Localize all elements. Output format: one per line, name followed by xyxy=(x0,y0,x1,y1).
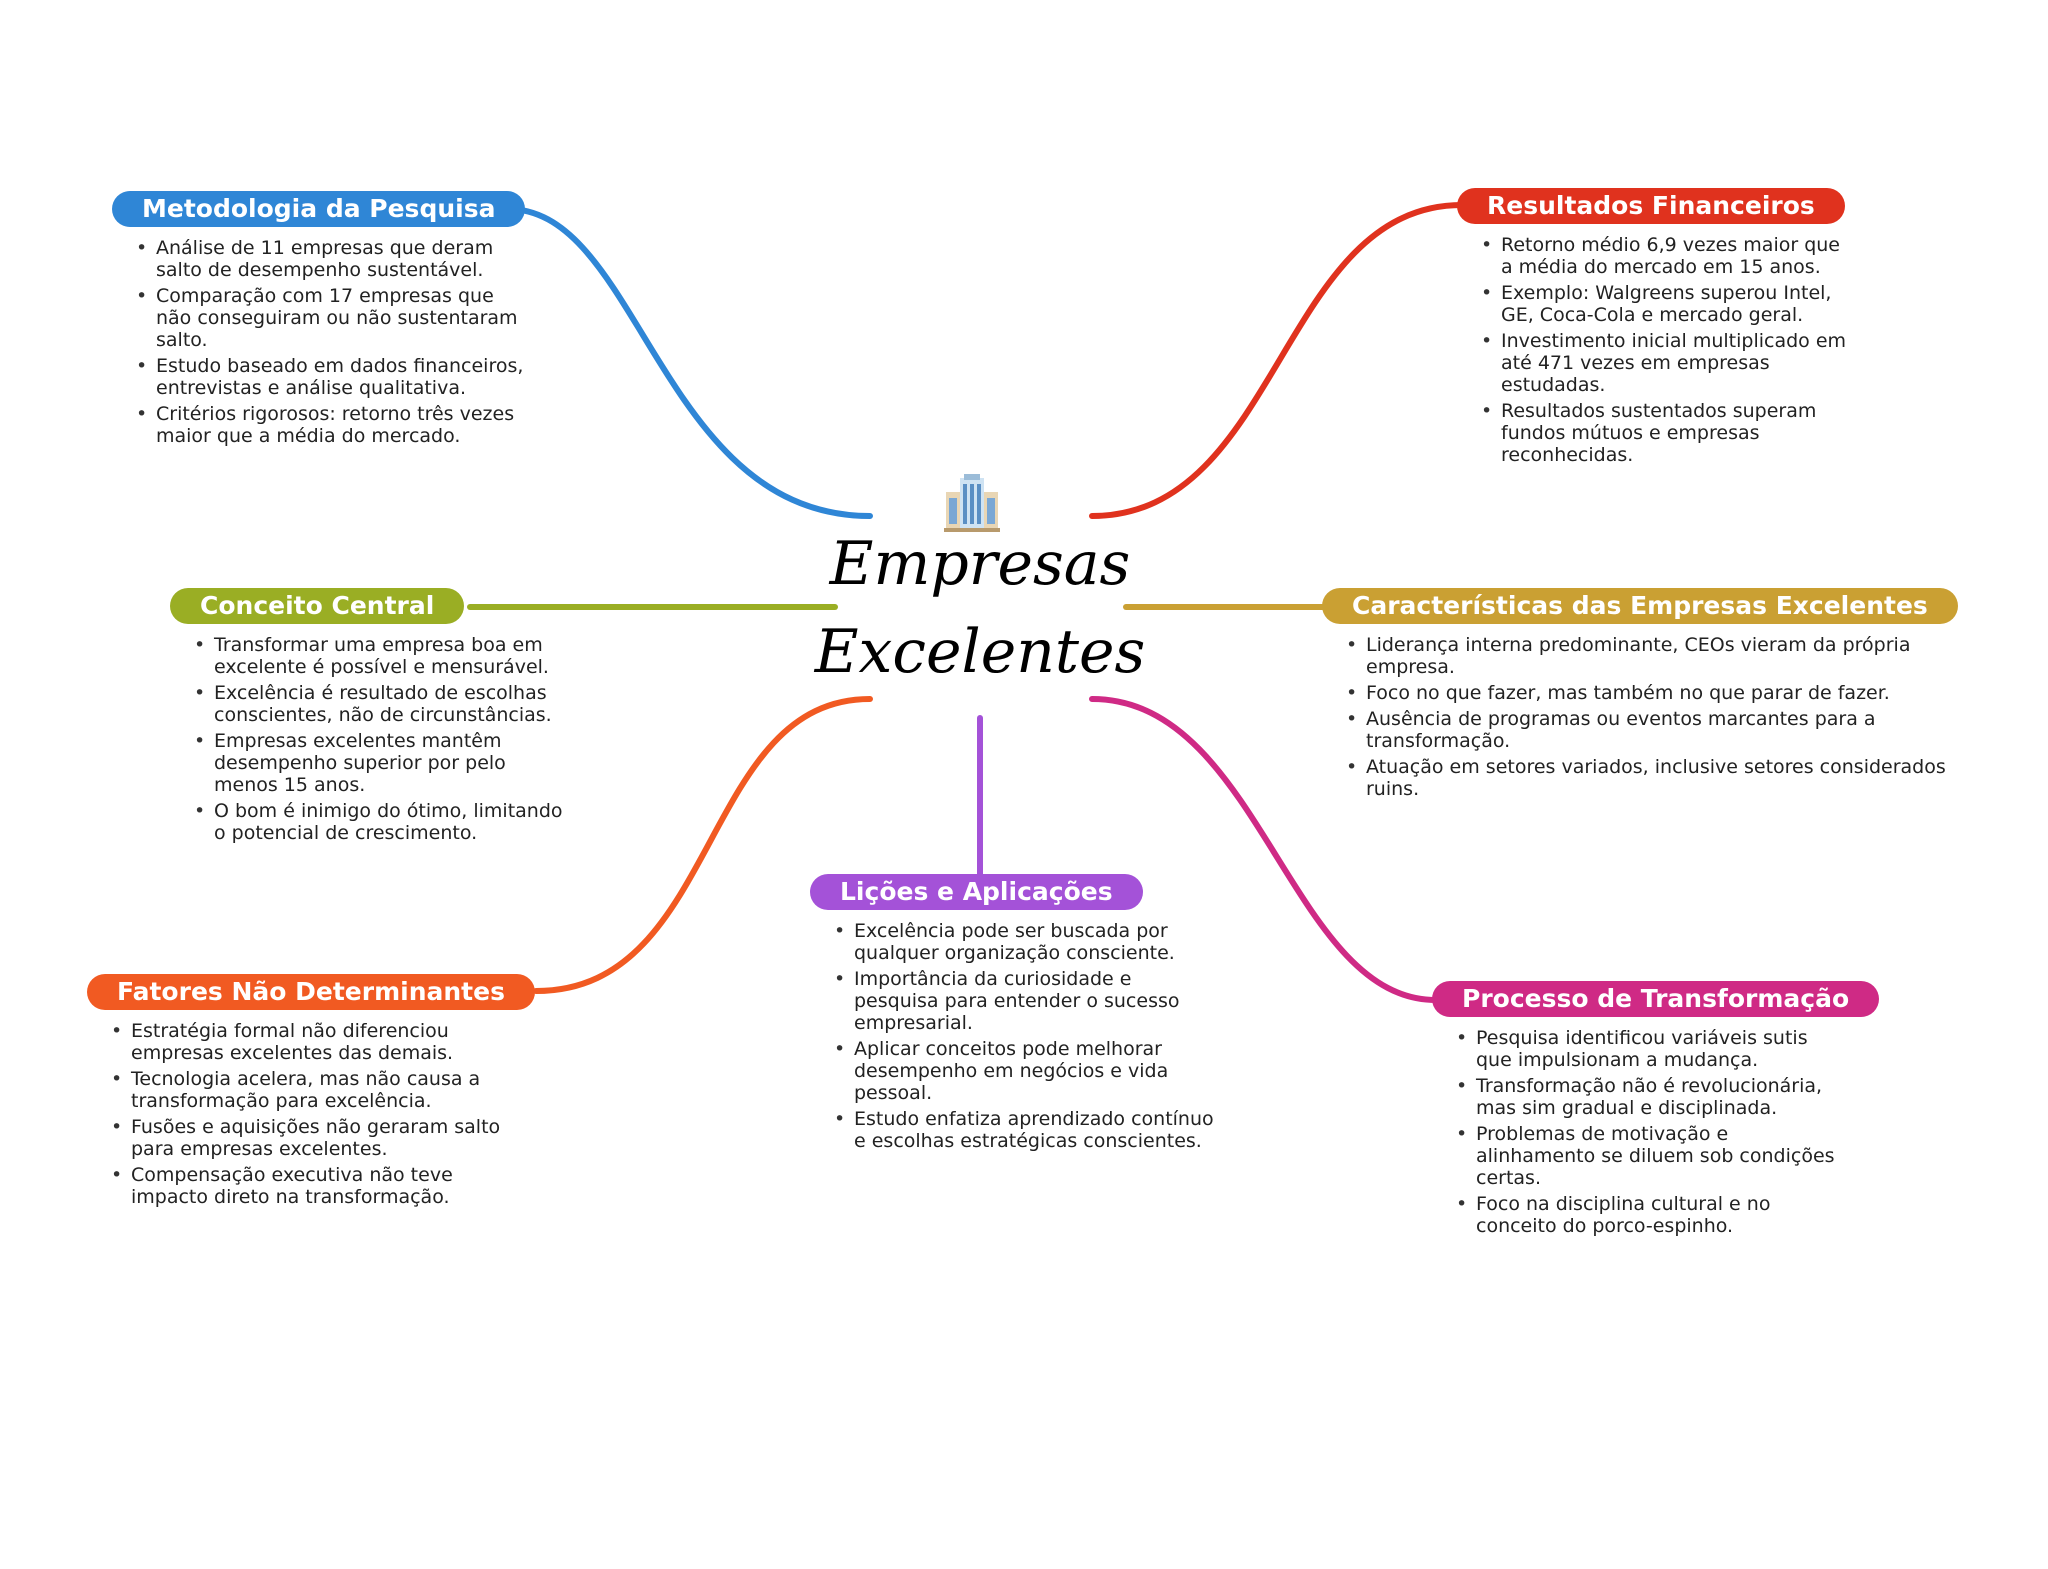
bullet-item: Retorno médio 6,9 vezes maior que a médi… xyxy=(1481,234,1857,278)
bullet-item: Foco no que fazer, mas também no que par… xyxy=(1346,682,1972,704)
bullet-list-caracteristicas: Liderança interna predominante, CEOs vie… xyxy=(1322,634,1972,800)
bullet-item: Empresas excelentes mantêm desempenho su… xyxy=(194,730,570,796)
bullet-list-metodologia: Análise de 11 empresas que deram salto d… xyxy=(112,237,532,447)
bullet-item: Estudo baseado em dados financeiros, ent… xyxy=(136,355,532,399)
branch-caracteristicas: Características das Empresas Excelentes … xyxy=(1322,588,1972,804)
bullet-list-licoes: Excelência pode ser buscada por qualquer… xyxy=(810,920,1220,1152)
bullet-item: Critérios rigorosos: retorno três vezes … xyxy=(136,403,532,447)
branch-licoes-aplicacoes: Lições e Aplicações Excelência pode ser … xyxy=(810,874,1220,1156)
topic-conceito-central[interactable]: Conceito Central xyxy=(170,588,465,624)
branch-fatores-nao-determinantes: Fatores Não Determinantes Estratégia for… xyxy=(87,974,535,1212)
central-topic-line-1: Empresas xyxy=(829,529,1131,599)
connector-metodologia xyxy=(505,206,873,519)
central-topic-line-2: Excelentes xyxy=(814,617,1146,687)
bullet-item: Excelência é resultado de escolhas consc… xyxy=(194,682,570,726)
topic-caracteristicas[interactable]: Características das Empresas Excelentes xyxy=(1322,588,1958,624)
bullet-item: Comparação com 17 empresas que não conse… xyxy=(136,285,532,351)
bullet-item: Excelência pode ser buscada por qualquer… xyxy=(834,920,1220,964)
branch-resultados-financeiros: Resultados Financeiros Retorno médio 6,9… xyxy=(1457,188,1857,470)
bullet-list-processo: Pesquisa identificou variáveis sutis que… xyxy=(1432,1027,1842,1237)
connector-processo xyxy=(1089,696,1439,1003)
bullet-item: Investimento inicial multiplicado em até… xyxy=(1481,330,1857,396)
bullet-item: Atuação em setores variados, inclusive s… xyxy=(1346,756,1972,800)
bullet-item: Transformar uma empresa boa em excelente… xyxy=(194,634,570,678)
branch-processo-transformacao: Processo de Transformação Pesquisa ident… xyxy=(1432,981,1880,1241)
topic-resultados-financeiros[interactable]: Resultados Financeiros xyxy=(1457,188,1845,224)
bullet-item: Compensação executiva não teve impacto d… xyxy=(111,1164,517,1208)
bullet-item: Análise de 11 empresas que deram salto d… xyxy=(136,237,532,281)
bullet-item: Aplicar conceitos pode melhorar desempen… xyxy=(834,1038,1220,1104)
bullet-item: Foco na disciplina cultural e no conceit… xyxy=(1456,1193,1842,1237)
bullet-item: Resultados sustentados superam fundos mú… xyxy=(1481,400,1857,466)
bullet-list-fatores: Estratégia formal não diferenciou empres… xyxy=(87,1020,517,1208)
connector-resultados xyxy=(1089,202,1465,519)
bullet-item: O bom é inimigo do ótimo, limitando o po… xyxy=(194,800,570,844)
bullet-item: Estratégia formal não diferenciou empres… xyxy=(111,1020,517,1064)
bullet-item: Transformação não é revolucionária, mas … xyxy=(1456,1075,1842,1119)
topic-fatores-nao-determinantes[interactable]: Fatores Não Determinantes xyxy=(87,974,535,1010)
topic-processo-transformacao[interactable]: Processo de Transformação xyxy=(1432,981,1880,1017)
branch-conceito-central: Conceito Central Transformar uma empresa… xyxy=(170,588,570,848)
bullet-item: Pesquisa identificou variáveis sutis que… xyxy=(1456,1027,1842,1071)
bullet-list-conceito-central: Transformar uma empresa boa em excelente… xyxy=(170,634,570,844)
topic-licoes-aplicacoes[interactable]: Lições e Aplicações xyxy=(810,874,1143,910)
bullet-item: Fusões e aquisições não geraram salto pa… xyxy=(111,1116,517,1160)
bullet-item: Ausência de programas ou eventos marcant… xyxy=(1346,708,1972,752)
bullet-item: Tecnologia acelera, mas não causa a tran… xyxy=(111,1068,517,1112)
bullet-item: Exemplo: Walgreens superou Intel, GE, Co… xyxy=(1481,282,1857,326)
bullet-item: Importância da curiosidade e pesquisa pa… xyxy=(834,968,1220,1034)
bullet-list-resultados: Retorno médio 6,9 vezes maior que a médi… xyxy=(1457,234,1857,466)
bullet-item: Liderança interna predominante, CEOs vie… xyxy=(1346,634,1972,678)
connector-fatores xyxy=(533,696,873,994)
branch-metodologia: Metodologia da Pesquisa Análise de 11 em… xyxy=(112,191,532,451)
central-topic: Empresas Excelentes xyxy=(790,520,1170,696)
topic-metodologia[interactable]: Metodologia da Pesquisa xyxy=(112,191,526,227)
bullet-item: Estudo enfatiza aprendizado contínuo e e… xyxy=(834,1108,1220,1152)
office-building-icon xyxy=(944,474,1000,532)
bullet-item: Problemas de motivação e alinhamento se … xyxy=(1456,1123,1842,1189)
